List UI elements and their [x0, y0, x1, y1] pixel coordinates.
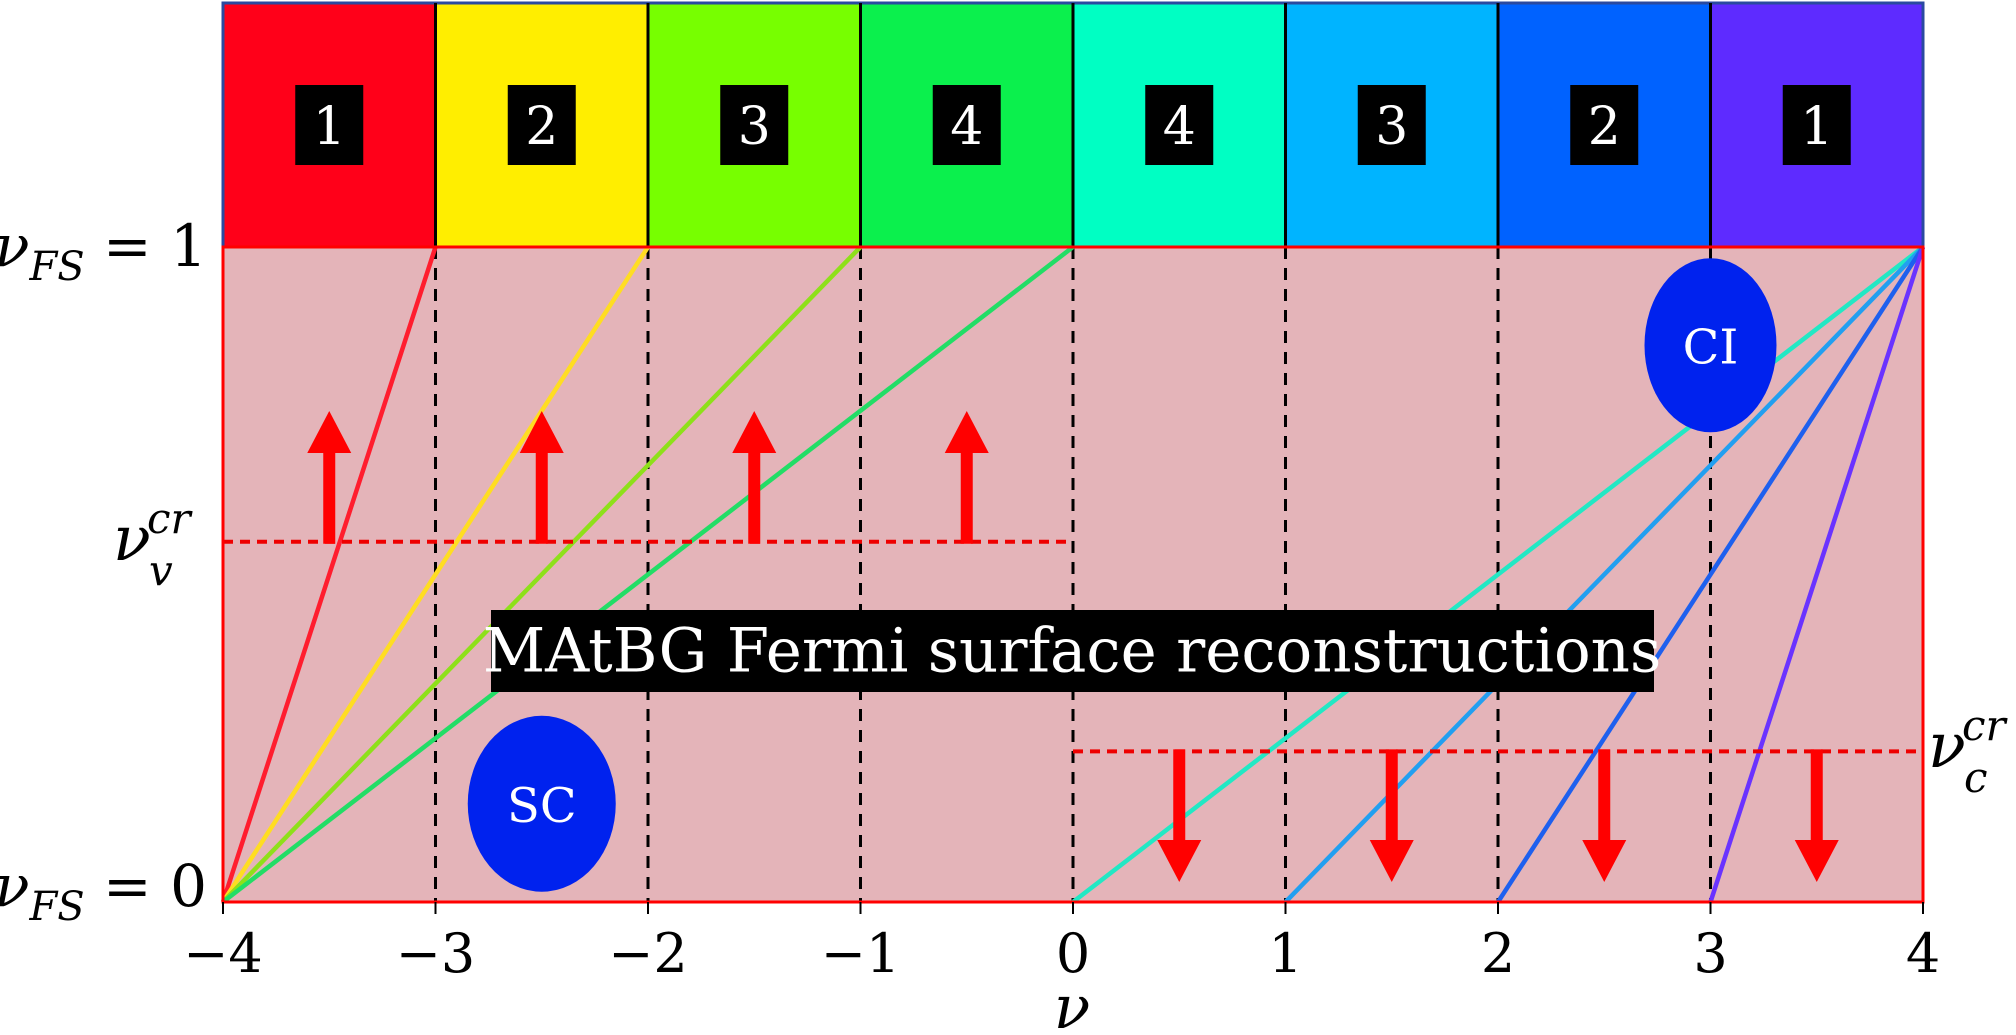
band-number: 1: [313, 97, 346, 157]
band-number-box: [720, 85, 789, 165]
conduction-critical-label-base: ν: [1928, 709, 1966, 782]
down-arrow-head: [1157, 840, 1202, 882]
conduction-critical-label-sub: c: [1964, 753, 1988, 802]
up-arrow-shaft: [323, 453, 336, 544]
up-arrow-head: [732, 411, 777, 453]
fermi-surface-line: [221, 245, 650, 904]
fermi-surface-line: [221, 245, 1075, 904]
down-arrow-shaft: [1385, 749, 1398, 840]
band-number-box: [932, 85, 1001, 165]
filling-bands: 1 2 3 4 4 3 2 1: [221, 1, 1925, 249]
phase-label: SC: [507, 778, 577, 834]
up-arrow-shaft: [748, 453, 761, 544]
y-top-label-eq: = 1: [85, 212, 207, 280]
band-number-box: [295, 85, 364, 165]
up-arrow-shaft: [535, 453, 548, 544]
conduction-critical-label-sup: cr: [1962, 701, 2009, 750]
x-tick-label: 3: [1693, 922, 1727, 985]
reconstruction-arrows: [307, 411, 1839, 882]
x-tick-label: −3: [396, 922, 476, 985]
phase-label: CI: [1683, 319, 1739, 375]
y-bottom-label-eq: = 0: [85, 852, 207, 920]
y-bottom-label-sub: FS: [28, 884, 84, 930]
band-number: 2: [525, 97, 558, 157]
valence-critical-label-sup: cr: [147, 494, 194, 543]
diagram-title: MAtBG Fermi surface reconstructions: [483, 616, 1662, 687]
valence-critical-label-sub: v: [149, 546, 173, 595]
x-tick-label: −4: [183, 922, 263, 985]
y-top-label: νFS = 1: [0, 212, 207, 290]
y-bottom-label: νFS = 0: [0, 852, 207, 930]
x-tick-label: 4: [1906, 922, 1940, 985]
fermi-surface-line: [220, 246, 438, 903]
down-arrow-head: [1582, 840, 1627, 882]
title-background: [491, 610, 1654, 692]
band-number-box: [1145, 85, 1214, 165]
band-number-box: [1357, 85, 1426, 165]
fermi-surface-line: [1708, 246, 1926, 903]
fermi-surface-line: [1071, 245, 1925, 904]
band-number: 4: [1163, 97, 1196, 157]
band-number: 2: [1588, 97, 1621, 157]
up-arrow-head: [519, 411, 564, 453]
phase-marker-ci: [1644, 258, 1777, 433]
x-tick-label: −2: [608, 922, 688, 985]
fermi-surface-line: [1496, 245, 1925, 904]
y-top-label-sub: FS: [28, 244, 84, 290]
up-arrow-head: [307, 411, 352, 453]
band-number: 3: [1375, 97, 1408, 157]
down-arrow-shaft: [1598, 749, 1611, 840]
x-tick-label: −1: [821, 922, 901, 985]
down-arrow-head: [1369, 840, 1414, 882]
x-tick-label: 0: [1056, 922, 1090, 985]
band-number: 3: [738, 97, 771, 157]
up-arrow-shaft: [960, 453, 973, 544]
y-bottom-label-base: ν: [0, 852, 29, 920]
valence-critical-label-base: ν: [113, 502, 151, 575]
band-number: 1: [1800, 97, 1833, 157]
critical-filling-lines: [223, 539, 1923, 754]
band-number-box: [1782, 85, 1851, 165]
x-tick-label: 1: [1268, 922, 1302, 985]
phase-markers: SC CI: [467, 258, 1777, 892]
down-arrow-shaft: [1173, 749, 1186, 840]
band-number-box: [1570, 85, 1639, 165]
band-number-box: [507, 85, 576, 165]
x-axis-label: ν: [1054, 973, 1090, 1035]
up-arrow-head: [944, 411, 989, 453]
y-top-label-base: ν: [0, 212, 29, 280]
down-arrow-head: [1794, 840, 1839, 882]
band-number: 4: [950, 97, 983, 157]
fermi-surface-line: [221, 245, 863, 904]
x-tick-label: 2: [1481, 922, 1515, 985]
diagram-title-box: MAtBG Fermi surface reconstructions: [483, 610, 1662, 692]
phase-marker-sc: [467, 715, 616, 892]
down-arrow-shaft: [1810, 749, 1823, 840]
